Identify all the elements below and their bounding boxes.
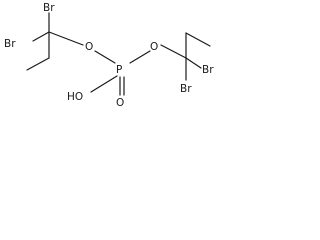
bond-ethyl-left (26, 57, 50, 71)
bond-c2-br-mid (185, 57, 202, 69)
atom-ho: HO (67, 91, 83, 103)
molecule-canvas: Br Br O P O HO O Br Br (0, 0, 246, 125)
bond-p-o-right (129, 50, 151, 64)
bond-c1-br-mid (32, 31, 50, 42)
bond-o-left-p (94, 50, 116, 64)
bond-lines (26, 12, 211, 96)
bond-p-ho (90, 75, 118, 93)
atom-labels: Br Br O P O HO O Br Br (4, 2, 214, 109)
atom-br-right-bottom: Br (180, 83, 192, 95)
atom-o-right: O (150, 41, 158, 53)
atom-p: P (116, 64, 122, 76)
structure-diagram: Br Br O P O HO O Br Br (4, 2, 214, 109)
bond-ethyl-right (185, 32, 211, 47)
atom-o-left: O (85, 41, 93, 53)
atom-br-right-mid: Br (202, 64, 214, 76)
atom-o-double: O (116, 97, 124, 109)
bond-c1-o-left (48, 31, 84, 46)
atom-br-left-mid: Br (4, 38, 16, 50)
atom-br-left-top: Br (43, 2, 55, 14)
bond-o-right-c2 (160, 44, 187, 59)
